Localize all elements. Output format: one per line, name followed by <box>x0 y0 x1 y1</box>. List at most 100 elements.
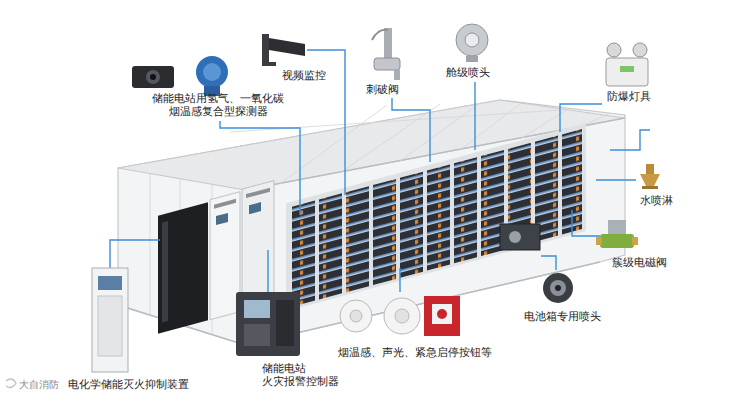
battery-nozzle-icon-circle <box>543 273 573 303</box>
battery-nozzle-label: 电池箱专用喷头 <box>524 310 601 323</box>
suppression-label: 电化学储能灭火抑制装置 <box>68 378 189 391</box>
controller-icon <box>236 292 300 356</box>
battery-racks-rect <box>454 157 477 263</box>
leader-lines-path <box>220 121 300 215</box>
suppression-device-icon-rect <box>98 296 122 356</box>
nozzle-icon-circle <box>465 33 479 47</box>
suppression-device-icon <box>92 268 128 372</box>
container-g-line <box>400 103 480 161</box>
nozzle-label: 舱级喷头 <box>446 66 490 79</box>
battery-racks-rect <box>319 193 342 299</box>
watermark: 大自消防 <box>19 378 59 391</box>
watermark-logo-path <box>6 379 16 388</box>
solenoid-valve-icon <box>596 220 638 248</box>
sensor-icons-circle <box>395 309 409 323</box>
sensor-icons-rect <box>432 304 452 324</box>
battery-racks-rect <box>286 123 586 311</box>
inset-photo <box>500 224 540 250</box>
leader-lines-path <box>610 130 650 150</box>
lamp-icon-rect <box>606 58 648 86</box>
illustration-circle <box>509 231 521 243</box>
sprinkler-icon-polygon <box>640 174 660 186</box>
leader-lines-path <box>572 210 600 236</box>
solenoid-valve-icon-rect <box>608 220 626 234</box>
valve-icon-path <box>372 30 388 40</box>
battery-racks-rect <box>373 179 396 285</box>
detector-icons-circle <box>203 63 221 81</box>
valve-icon <box>372 28 400 80</box>
controller-icon-rect <box>236 292 300 356</box>
leader-lines-path <box>596 179 636 180</box>
leader-lines <box>110 50 650 292</box>
sprinkler-icon-rect <box>646 164 654 174</box>
leader-lines-path <box>392 98 430 162</box>
sensor-icons-circle <box>384 298 420 334</box>
valve-icon-rect <box>384 28 392 58</box>
sensor-label: 烟温感、声光、紧急启停按钮等 <box>338 346 492 359</box>
cabinets-rect <box>158 202 208 333</box>
cabinets-rect <box>246 188 270 198</box>
lamp-icon-circle <box>607 43 621 57</box>
container <box>118 100 625 345</box>
watermark-logo <box>6 379 16 388</box>
battery-racks <box>286 123 586 311</box>
lamp-icon <box>606 43 648 86</box>
sprinkler-label: 水喷淋 <box>640 194 673 207</box>
controller-label: 储能电站 火灾报警控制器 <box>262 362 339 388</box>
leader-lines-path <box>399 268 400 292</box>
camera-icon-rect <box>262 34 269 66</box>
nozzle-icon-circle <box>456 24 488 56</box>
valve-icon-rect <box>394 70 400 80</box>
suppression-device-icon-rect <box>98 276 122 290</box>
suppression-device-icon-rect <box>92 268 128 372</box>
camera-label: 视频监控 <box>282 69 326 82</box>
solenoid-valve-icon-rect <box>596 237 602 245</box>
battery-racks-rect <box>292 201 315 307</box>
container-polygon <box>118 100 625 345</box>
cabinets <box>158 181 274 334</box>
leader-lines-path <box>267 250 268 292</box>
detector-icons-circle <box>150 74 156 80</box>
leader-lines-path <box>541 256 556 270</box>
battery-nozzle-icon <box>543 273 573 303</box>
sensor-icons-circle <box>340 300 372 332</box>
container-g-line <box>280 105 387 184</box>
solenoid-valve-icon-rect <box>632 237 638 245</box>
sensor-icons-circle <box>350 310 362 322</box>
lamp-icon-rect <box>620 66 634 72</box>
detector-icons-circle <box>146 70 160 84</box>
detector-icons-rect <box>132 66 174 88</box>
container-g-line <box>150 174 151 314</box>
lamp-icon-circle <box>633 43 647 57</box>
controller-icon-rect <box>244 324 270 346</box>
leader-lines-path <box>474 82 475 150</box>
detector-label: 储能电站用氢气、一氧化碳 烟温感复合型探测器 <box>148 92 288 118</box>
battery-nozzle-icon-circle <box>555 285 561 291</box>
camera-icon-polygon <box>269 38 305 56</box>
leader-lines-path <box>110 240 160 268</box>
battery-nozzle-icon-circle <box>550 280 566 296</box>
battery-racks-rect <box>427 164 450 270</box>
valve-label: 刺破阀 <box>366 83 399 96</box>
battery-racks-rect <box>346 186 369 292</box>
detector-icons <box>132 56 228 96</box>
lamp-label: 防爆灯具 <box>607 90 651 103</box>
controller-icon-rect <box>244 300 270 318</box>
sensor-icons-rect <box>424 296 460 336</box>
cabinets-rect <box>162 221 168 323</box>
solenoid-valve-icon-rect <box>600 234 634 248</box>
cabinets-rect <box>210 192 240 320</box>
solenoid-label: 簇级电磁阀 <box>612 256 667 269</box>
nozzle-icon <box>456 24 488 62</box>
valve-icon-rect <box>374 58 400 70</box>
cabinets-rect <box>242 181 274 312</box>
container-g <box>150 103 610 334</box>
sensor-icons-circle <box>437 309 447 319</box>
sprinkler-icon-rect <box>642 186 658 189</box>
container-g-line <box>340 104 440 173</box>
battery-racks-rect <box>400 172 423 278</box>
cabinets-rect <box>249 202 261 214</box>
cabinets-rect <box>216 213 228 225</box>
